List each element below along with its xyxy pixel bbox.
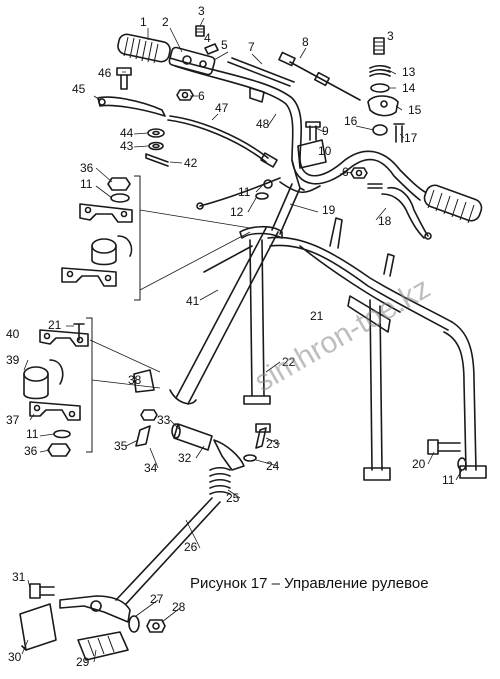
watermark-text: simhron-toe.kz bbox=[249, 271, 436, 398]
label-14: 14 bbox=[402, 81, 416, 95]
label-23: 23 bbox=[266, 437, 280, 451]
label-11-right: 11 bbox=[442, 473, 455, 487]
support-22 bbox=[243, 239, 271, 405]
clutch-lever-45 bbox=[97, 96, 166, 117]
frame bbox=[267, 217, 487, 481]
label-37: 37 bbox=[6, 413, 20, 427]
label-5: 5 bbox=[221, 38, 228, 52]
label-6-left: 6 bbox=[198, 89, 205, 103]
label-44: 44 bbox=[120, 126, 134, 140]
label-47: 47 bbox=[215, 101, 229, 115]
label-13: 13 bbox=[402, 65, 416, 79]
label-38: 38 bbox=[128, 373, 142, 387]
label-18: 18 bbox=[378, 214, 392, 228]
label-12: 12 bbox=[230, 205, 244, 219]
label-22: 22 bbox=[282, 355, 296, 369]
label-29: 29 bbox=[76, 655, 90, 669]
column-lower-parts bbox=[133, 369, 271, 471]
throttle-cable bbox=[227, 51, 361, 101]
pin-42 bbox=[145, 153, 169, 167]
label-36-lower: 36 bbox=[24, 444, 38, 458]
pedal-pad-29 bbox=[77, 631, 129, 661]
label-39: 39 bbox=[6, 353, 20, 367]
label-21-frame: 21 bbox=[310, 309, 324, 323]
label-36-top: 36 bbox=[80, 161, 94, 175]
label-45: 45 bbox=[72, 82, 86, 96]
left-grip bbox=[117, 33, 171, 64]
label-48: 48 bbox=[256, 117, 270, 131]
figure-caption: Рисунок 17 – Управление рулевое bbox=[190, 575, 429, 592]
label-27: 27 bbox=[150, 592, 164, 606]
label-16: 16 bbox=[344, 114, 358, 128]
label-4: 4 bbox=[204, 31, 211, 45]
label-1: 1 bbox=[140, 15, 147, 29]
label-30: 30 bbox=[8, 650, 22, 664]
label-3-right: 3 bbox=[387, 29, 394, 43]
label-2: 2 bbox=[162, 15, 169, 29]
fasteners-right bbox=[255, 167, 383, 200]
label-11-lower: 11 bbox=[26, 427, 39, 441]
clamp-group-upper bbox=[61, 175, 141, 301]
label-3-left: 3 bbox=[198, 4, 205, 18]
label-9: 9 bbox=[322, 124, 329, 138]
label-26: 26 bbox=[184, 540, 198, 554]
label-32: 32 bbox=[178, 451, 192, 465]
label-25: 25 bbox=[226, 491, 240, 505]
label-17: 17 bbox=[404, 131, 418, 145]
label-43: 43 bbox=[120, 139, 134, 153]
bolt-46 bbox=[116, 67, 194, 101]
right-grip bbox=[381, 184, 483, 240]
label-40: 40 bbox=[6, 327, 20, 341]
label-leaders bbox=[21, 17, 463, 663]
label-8: 8 bbox=[302, 35, 309, 49]
right-switch-parts bbox=[367, 37, 405, 143]
label-34: 34 bbox=[144, 461, 158, 475]
pedal-pad-30 bbox=[19, 603, 57, 651]
label-24: 24 bbox=[266, 459, 280, 473]
label-35: 35 bbox=[114, 439, 128, 453]
label-46: 46 bbox=[98, 66, 112, 80]
label-15: 15 bbox=[408, 103, 422, 117]
fasteners-pedal bbox=[29, 583, 166, 633]
part-labels: 1 2 3 4 5 7 8 3 46 6 13 14 15 45 47 16 1… bbox=[6, 4, 455, 669]
label-42: 42 bbox=[184, 156, 198, 170]
label-21: 21 bbox=[48, 318, 62, 332]
label-33: 33 bbox=[157, 413, 171, 427]
pedal-rod-26 bbox=[59, 497, 221, 623]
label-31: 31 bbox=[12, 570, 26, 584]
label-28: 28 bbox=[172, 600, 186, 614]
label-7: 7 bbox=[248, 40, 255, 54]
label-20: 20 bbox=[412, 457, 426, 471]
label-11-mid: 11 bbox=[238, 185, 251, 199]
rod-19 bbox=[196, 177, 281, 210]
handlebar bbox=[169, 57, 426, 201]
label-11-top: 11 bbox=[80, 177, 93, 191]
label-19: 19 bbox=[322, 203, 336, 217]
label-6-right: 6 bbox=[342, 165, 349, 179]
cable-47 bbox=[167, 87, 278, 168]
label-10: 10 bbox=[318, 144, 332, 158]
washers-44-43 bbox=[147, 128, 165, 151]
spring-25 bbox=[209, 466, 231, 495]
label-41: 41 bbox=[186, 294, 200, 308]
